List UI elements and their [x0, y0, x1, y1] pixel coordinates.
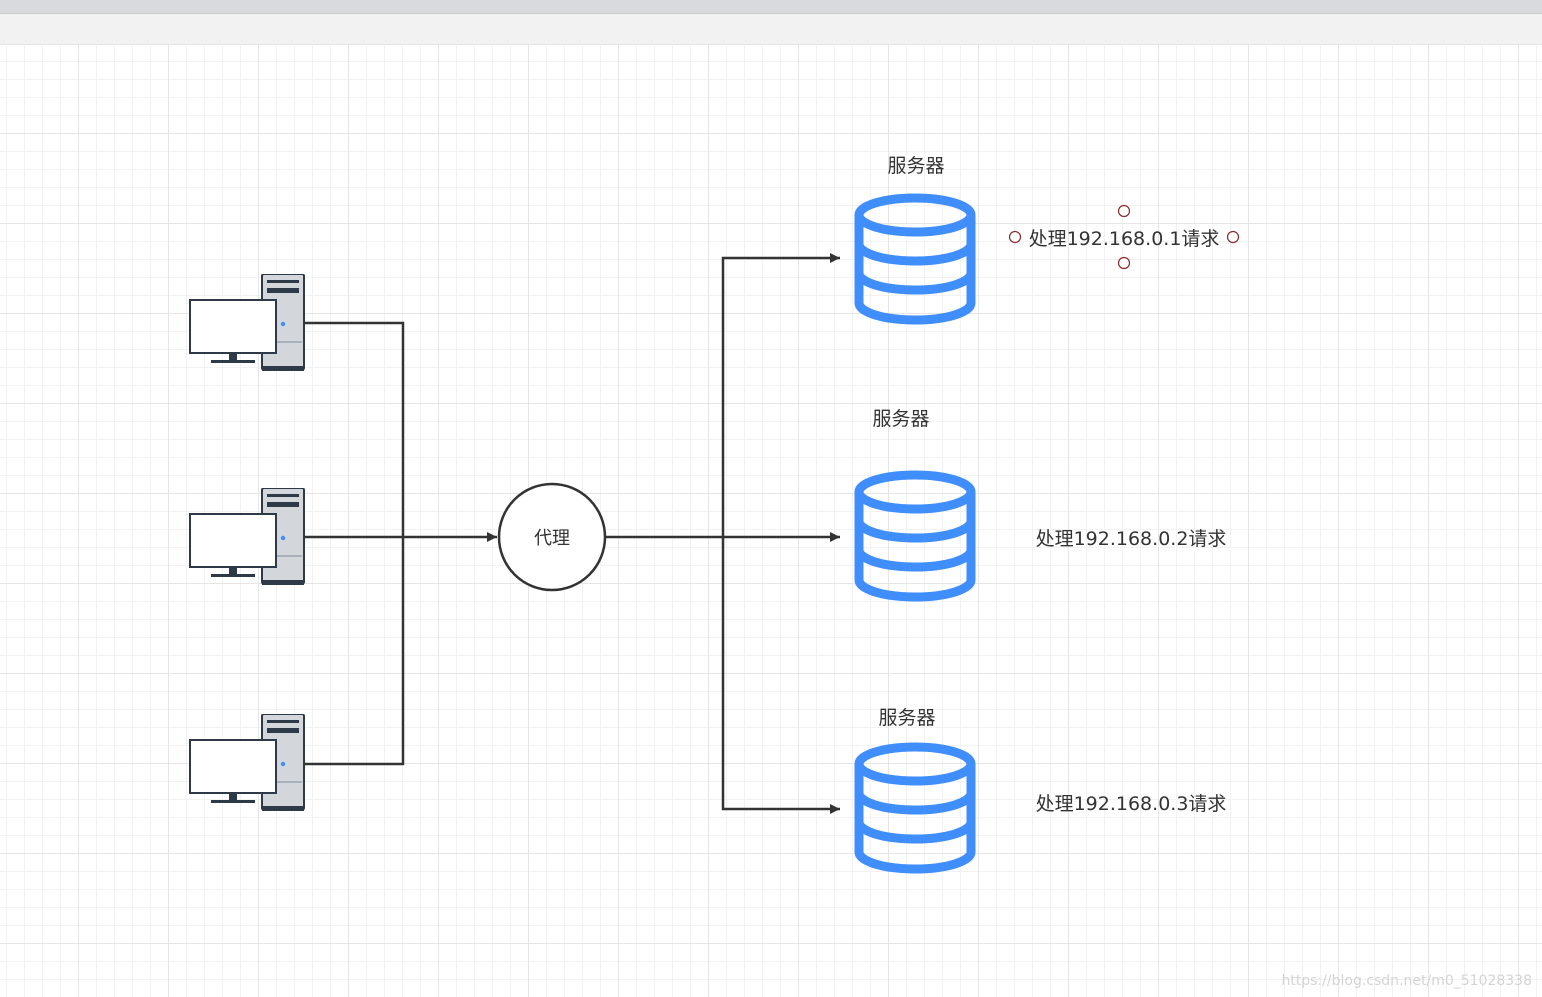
resize-handle-right[interactable]: [1226, 230, 1240, 244]
resize-handle-bottom[interactable]: [1117, 256, 1131, 270]
window-top-strip: [0, 0, 1542, 14]
server-3-database-icon[interactable]: [859, 747, 971, 869]
server-3-title[interactable]: 服务器: [878, 707, 935, 729]
server-connectors: [606, 253, 840, 814]
server-3-note[interactable]: 处理192.168.0.3请求: [1036, 793, 1227, 815]
connector-proxy-to-server-1[interactable]: [721, 253, 840, 537]
connector-proxy-to-server-3[interactable]: [721, 537, 840, 814]
server-1-database-icon[interactable]: [859, 198, 971, 320]
server-2-note[interactable]: 处理192.168.0.2请求: [1036, 528, 1227, 550]
proxy-label: 代理: [534, 528, 570, 549]
server-1-title[interactable]: 服务器: [887, 155, 944, 177]
selection-handles: [1008, 204, 1240, 270]
server-2-title[interactable]: 服务器: [872, 408, 929, 430]
client-computer-1-icon[interactable]: [189, 274, 305, 372]
connector-client-1[interactable]: [304, 321, 405, 537]
connector-client-3[interactable]: [304, 537, 405, 766]
proxy-circle[interactable]: [497, 482, 607, 592]
server-1-note[interactable]: 处理192.168.0.1请求: [1029, 228, 1220, 250]
resize-handle-left[interactable]: [1008, 230, 1022, 244]
watermark: https://blog.csdn.net/m0_51028338: [1281, 973, 1532, 989]
proxy-node[interactable]: 代理: [497, 482, 607, 592]
resize-handle-top[interactable]: [1117, 204, 1131, 218]
toolbar-band: [0, 14, 1542, 45]
server-2-database-icon[interactable]: [859, 475, 971, 597]
client-connectors: [304, 321, 497, 766]
client-computer-2-icon[interactable]: [189, 488, 305, 586]
client-computer-3-icon[interactable]: [189, 714, 305, 812]
